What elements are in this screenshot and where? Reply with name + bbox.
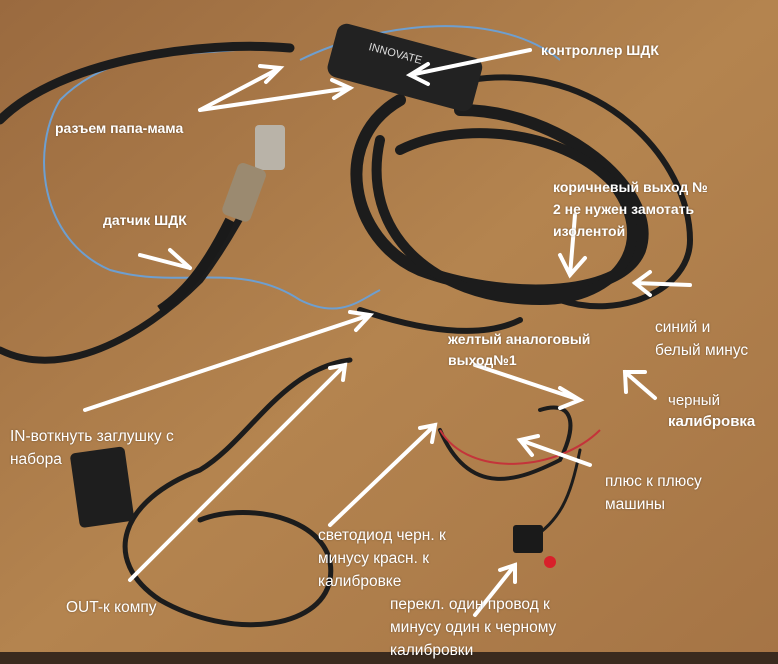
db9-connector — [70, 446, 134, 528]
push-button — [513, 525, 556, 568]
o2-sensor — [157, 125, 285, 315]
label-sensor: датчик ШДК — [103, 212, 187, 228]
arrows — [83, 48, 692, 617]
label-connector: разъем папа-мама — [55, 120, 184, 136]
controller-box: INNOVATE — [327, 23, 483, 112]
label-controller: контроллер ШДК — [541, 42, 659, 58]
label-out: OUT-к компу — [66, 599, 157, 616]
